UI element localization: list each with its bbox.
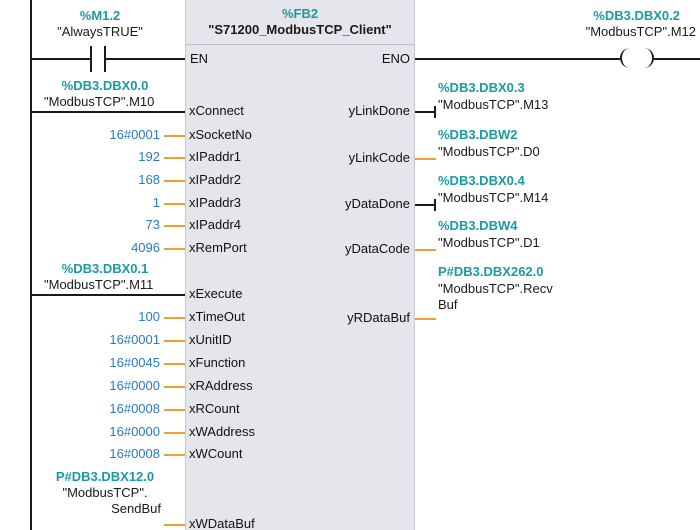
coil-tag[interactable]: "ModbusTCP".M12 [585,24,696,39]
input-pin-12: xRCount [189,401,240,416]
output-address-4: P#DB3.DBX262.0 [438,264,544,279]
output-wire-3 [415,249,436,251]
input-value-2[interactable]: 192 [138,149,160,164]
input-wire-8 [164,317,185,319]
contact-address: %M1.2 [79,8,121,23]
input-pin-4: xIPaddr3 [189,195,242,210]
input-wire-11 [164,386,185,388]
block-name[interactable]: "S71200_ModbusTCP_Client" [208,22,392,37]
en-wire-right [106,58,185,60]
output-tag-line2-4[interactable]: Buf [438,297,458,312]
input-pin-1: xSocketNo [189,127,252,142]
input-wire-10 [164,363,185,365]
input-wire-1 [164,135,185,137]
input-wire-4 [164,203,185,205]
input-pin-13: xWAddress [189,424,255,439]
coil-address: %DB3.DBX0.2 [593,8,680,23]
input-wire-15 [164,524,185,526]
input-value-3[interactable]: 168 [138,172,160,187]
power-rail [30,0,32,530]
en-wire-left [32,58,90,60]
input-value-11[interactable]: 16#0000 [109,378,160,393]
output-pin-0: yLinkDone [348,103,410,118]
input-value-6[interactable]: 4096 [131,240,160,255]
input-value-14[interactable]: 16#0008 [109,446,160,461]
input-tag-line1-15[interactable]: "ModbusTCP". [62,485,148,500]
input-wire-9 [164,340,185,342]
input-wire-0 [32,111,185,113]
output-wire-1 [415,158,436,160]
input-address-7: %DB3.DBX0.1 [61,261,149,276]
input-pin-15: xWDataBuf [189,516,255,530]
input-tag-7[interactable]: "ModbusTCP".M11 [44,277,154,292]
output-tag-2[interactable]: "ModbusTCP".M14 [438,190,549,205]
coil-wire-right [654,58,700,60]
input-pin-2: xIPaddr1 [189,149,242,164]
input-pin-0: xConnect [189,103,244,118]
input-wire-2 [164,157,185,159]
input-pin-8: xTimeOut [189,309,245,324]
input-pin-5: xIPaddr4 [189,217,242,232]
input-value-13[interactable]: 16#0000 [109,424,160,439]
output-tag-1[interactable]: "ModbusTCP".D0 [438,144,540,159]
input-value-4[interactable]: 1 [152,195,160,210]
input-tag-0[interactable]: "ModbusTCP".M10 [44,94,155,109]
block-header-divider [186,44,414,45]
contact-tag[interactable]: "AlwaysTRUE" [57,24,143,39]
contact-no-symbol[interactable] [90,46,106,72]
input-value-10[interactable]: 16#0045 [109,355,160,370]
eno-pin-label: ENO [381,51,410,66]
en-pin-label: EN [190,51,209,66]
output-pin-1: yLinkCode [348,150,410,165]
input-pin-7: xExecute [189,286,243,301]
input-wire-6 [164,248,185,250]
input-address-0: %DB3.DBX0.0 [61,78,149,93]
input-value-12[interactable]: 16#0008 [109,401,160,416]
input-value-8[interactable]: 100 [138,309,160,324]
output-address-0: %DB3.DBX0.3 [438,80,525,95]
output-address-1: %DB3.DBW2 [438,127,518,142]
input-address-15: P#DB3.DBX12.0 [55,469,155,484]
output-address-2: %DB3.DBX0.4 [438,173,525,188]
input-tag-line2-15[interactable]: SendBuf [111,501,161,516]
input-wire-12 [164,409,185,411]
output-address-3: %DB3.DBW4 [438,218,518,233]
input-pin-3: xIPaddr2 [189,172,242,187]
input-pin-14: xWCount [189,446,243,461]
input-value-9[interactable]: 16#0001 [109,332,160,347]
output-tag-0[interactable]: "ModbusTCP".M13 [438,97,549,112]
input-value-1[interactable]: 16#0001 [109,127,160,142]
output-wire-4 [415,318,436,320]
output-tag-line1-4[interactable]: "ModbusTCP".Recv [438,281,553,296]
input-wire-7 [32,294,185,296]
input-wire-3 [164,180,185,182]
output-pin-3: yDataCode [344,241,410,256]
output-terminal-2 [434,199,436,211]
output-wire-2 [415,204,436,206]
input-pin-9: xUnitID [189,332,232,347]
input-wire-5 [164,225,185,227]
input-value-5[interactable]: 73 [145,217,160,232]
output-pin-4: yRDataBuf [347,310,410,325]
input-pin-10: xFunction [189,355,246,370]
input-pin-11: xRAddress [189,378,253,393]
output-wire-0 [415,111,436,113]
input-pin-6: xRemPort [189,240,247,255]
input-wire-13 [164,432,185,434]
input-wire-14 [164,454,185,456]
eno-wire [415,58,620,60]
output-tag-3[interactable]: "ModbusTCP".D1 [438,235,540,250]
coil-symbol[interactable] [620,46,654,72]
function-block[interactable] [185,0,415,530]
output-terminal-0 [434,106,436,118]
output-pin-2: yDataDone [344,196,410,211]
block-address: %FB2 [281,6,319,21]
